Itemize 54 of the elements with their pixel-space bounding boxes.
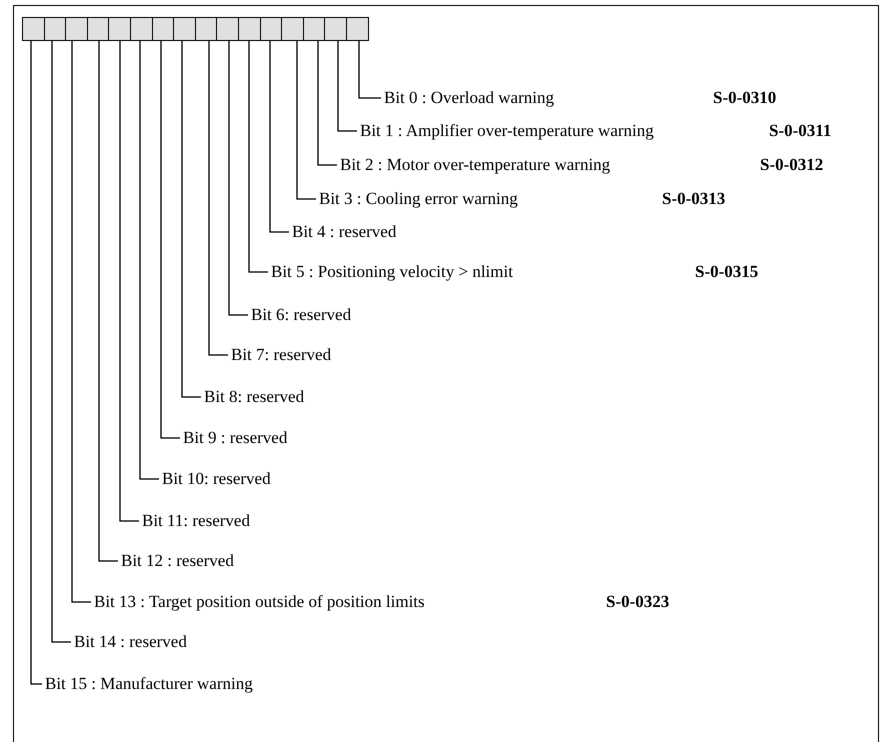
leader-line xyxy=(30,41,42,685)
leader-line xyxy=(119,41,139,522)
leader-line xyxy=(358,41,381,99)
bit-cell xyxy=(22,17,45,41)
bit-description: Bit 9 : reserved xyxy=(183,428,288,447)
bit-cell xyxy=(130,17,153,41)
parameter-code: S-0-0313 xyxy=(662,189,726,209)
bit-cell xyxy=(216,17,239,41)
leader-line xyxy=(317,41,337,166)
bit-description: Bit 13 : Target position outside of position limits xyxy=(94,592,425,611)
bit-cell xyxy=(86,17,110,41)
parameter-code: S-0-0311 xyxy=(769,121,832,141)
bit-description: Bit 6: reserved xyxy=(251,305,352,324)
bit-cell xyxy=(302,17,326,41)
bit-cell xyxy=(260,17,282,41)
bit-description: Bit 10: reserved xyxy=(162,469,271,488)
bit-description: Bit 7: reserved xyxy=(231,345,332,364)
leader-line xyxy=(296,41,316,200)
leader-line xyxy=(337,41,357,132)
bit-cell xyxy=(324,17,347,41)
leader-line xyxy=(181,41,201,398)
bit-cell xyxy=(44,17,66,41)
bit-cell xyxy=(173,17,196,41)
bit-description: Bit 5 : Positioning velocity > nlimit xyxy=(271,262,513,281)
bit-description: Bit 15 : Manufacturer warning xyxy=(45,674,253,693)
bit-description: Bit 12 : reserved xyxy=(121,551,234,570)
bit-cell xyxy=(281,17,304,41)
parameter-code: S-0-0315 xyxy=(695,262,758,282)
leader-line xyxy=(208,41,228,356)
bit-cell xyxy=(238,17,261,41)
leader-line xyxy=(160,41,180,439)
bit-cell xyxy=(194,17,218,41)
bit-cell xyxy=(108,17,131,41)
leader-line xyxy=(269,41,289,233)
leader-line xyxy=(248,41,268,273)
bit-description: Bit 11: reserved xyxy=(142,511,250,530)
bit-description: Bit 14 : reserved xyxy=(74,632,187,651)
leader-line xyxy=(98,41,118,562)
parameter-code: S-0-0323 xyxy=(606,592,670,612)
bit-description: Bit 8: reserved xyxy=(204,387,304,406)
bit-cell xyxy=(152,17,174,41)
leader-line xyxy=(51,41,71,643)
parameter-code: S-0-0312 xyxy=(760,155,824,175)
bit-cell xyxy=(346,17,369,41)
bit-description: Bit 4 : reserved xyxy=(292,222,396,241)
bit-description: Bit 1 : Amplifier over-temperature warning xyxy=(360,121,654,140)
bit-cell xyxy=(65,17,88,41)
bit-description: Bit 2 : Motor over-temperature warning xyxy=(340,155,610,174)
leader-line xyxy=(228,41,248,316)
leader-line xyxy=(71,41,91,603)
parameter-code: S-0-0310 xyxy=(713,88,776,108)
bit-description: Bit 0 : Overload warning xyxy=(384,88,554,107)
leader-line xyxy=(139,41,159,480)
bit-description: Bit 3 : Cooling error warning xyxy=(319,189,518,208)
